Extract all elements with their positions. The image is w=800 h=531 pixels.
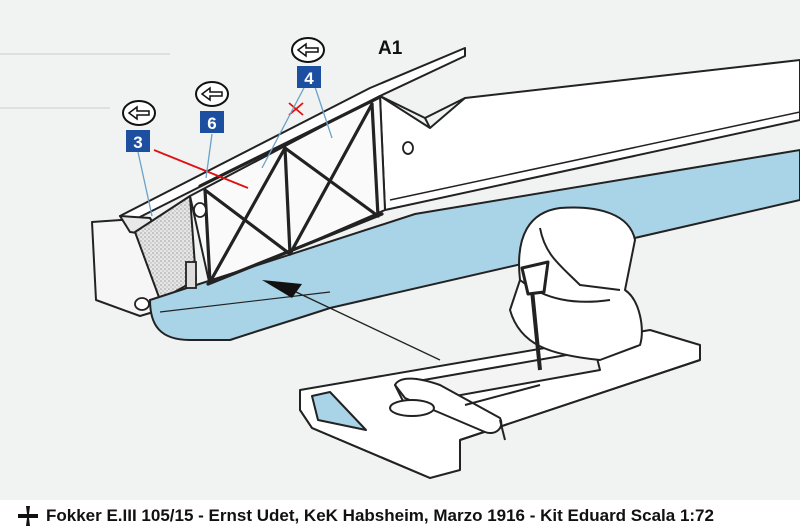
callout-badge bbox=[200, 111, 224, 133]
callout-number: 6 bbox=[207, 114, 216, 133]
tube-frame bbox=[198, 96, 384, 286]
diagram-canvas: 3 6 4 A1 bbox=[0, 37, 800, 479]
callout-badge bbox=[297, 66, 321, 88]
caption-text: Fokker E.III 105/15 - Ernst Udet, KeK Ha… bbox=[46, 505, 714, 525]
caption-bar: Fokker E.III 105/15 - Ernst Udet, KeK Ha… bbox=[0, 500, 800, 531]
callout-4: 4 bbox=[291, 37, 325, 88]
iron-cross-icon bbox=[18, 505, 38, 526]
panel-details bbox=[134, 141, 414, 311]
callout-3: 3 bbox=[122, 100, 156, 152]
insert-arrow bbox=[262, 280, 441, 361]
part-label: A1 bbox=[378, 38, 403, 59]
assembly-diagram: 3 6 4 A1 bbox=[0, 37, 800, 479]
callout-6: 6 bbox=[195, 81, 229, 133]
callout-number: 3 bbox=[133, 133, 142, 152]
callout-badge bbox=[126, 130, 150, 152]
background-guides bbox=[0, 53, 170, 109]
seat-assembly bbox=[299, 206, 701, 479]
callout-number: 4 bbox=[304, 69, 314, 88]
leader-lines bbox=[137, 83, 333, 217]
